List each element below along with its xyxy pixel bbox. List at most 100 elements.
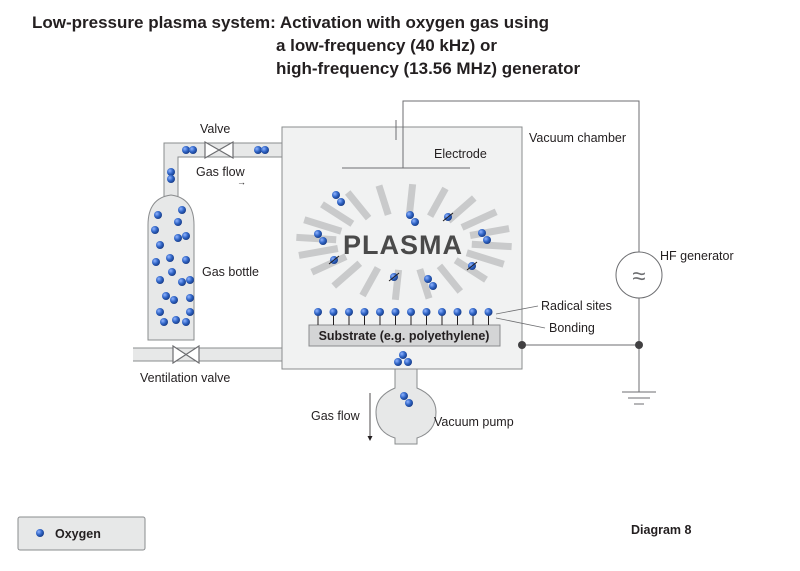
oxygen-atom [151, 226, 159, 234]
oxygen-atom [406, 211, 414, 219]
radical-site-atom [438, 308, 446, 316]
vacuum-chamber-label: Vacuum chamber [529, 131, 626, 145]
oxygen-atom [182, 146, 190, 154]
radical-sites [314, 308, 493, 325]
radical-site-atom [453, 308, 462, 316]
radical-site-atom [469, 308, 477, 316]
oxygen-molecules [151, 146, 491, 407]
oxygen-atom [178, 278, 186, 286]
oxygen-atom [332, 191, 340, 199]
radical-site-atom [360, 308, 369, 316]
leader-lines [495, 305, 546, 329]
plasma-ray [416, 268, 433, 300]
plasma-ray [298, 245, 339, 259]
oxygen-atom [174, 218, 182, 226]
oxygen-atom [399, 351, 407, 359]
radical-site-atom [407, 308, 415, 316]
plasma-ray [310, 253, 348, 276]
gas-flow-top-label: Gas flow [196, 165, 246, 179]
oxygen-atom [314, 230, 322, 238]
radical-tail [388, 272, 400, 282]
oxygen-atom [411, 218, 419, 226]
plasma-rays [296, 183, 512, 301]
oxygen-atom [400, 392, 408, 400]
oxygen-atom [319, 237, 327, 245]
oxygen-atom [156, 241, 164, 249]
gas-flow-down-arrow-icon [367, 393, 373, 441]
hf-wave-icon: ≈ [632, 263, 645, 290]
plasma-ray [427, 186, 449, 218]
oxygen-atom [182, 256, 190, 264]
legend-oxygen-icon [36, 529, 44, 537]
plasma-ray [465, 249, 505, 268]
oxygen-atom [160, 318, 168, 326]
plasma-ray [469, 225, 510, 239]
substrate [308, 324, 501, 347]
electrode-label: Electrode [434, 147, 487, 161]
oxygen-atom [162, 292, 170, 300]
oxygen-atom [186, 308, 194, 316]
diagram-number: Diagram 8 [631, 523, 691, 537]
hf-generator-label: HF generator [660, 249, 734, 263]
radical-tail [466, 261, 478, 271]
oxygen-atom [170, 296, 178, 304]
plasma-ray [359, 266, 381, 298]
ground-icon [622, 391, 656, 405]
oxygen-atom [186, 294, 194, 302]
oxygen-atom [189, 146, 197, 154]
oxygen-atom [186, 276, 194, 284]
plasma-ray [303, 216, 343, 235]
gas-flow-arrow-icon: → [237, 177, 246, 187]
junction-dot-chamber [518, 341, 526, 349]
oxygen-atom [167, 168, 175, 176]
plasma-ray [391, 269, 403, 301]
plasma-ray [453, 257, 488, 283]
plasma-ray [445, 195, 477, 224]
oxygen-atom [156, 276, 164, 284]
substrate-label: Substrate (e.g. polyethylene) [319, 329, 490, 343]
hf-wiring [395, 100, 640, 392]
gas-bottle [147, 194, 195, 341]
radical-site-atom [314, 308, 322, 316]
ventilation-valve-label: Ventilation valve [140, 371, 230, 385]
legend-oxygen-label: Oxygen [55, 527, 101, 541]
plasma-ray [471, 240, 512, 251]
oxygen-atom [166, 254, 174, 262]
radical-site-atom [329, 308, 338, 316]
oxygen-atom [154, 211, 162, 219]
oxygen-atom [182, 232, 190, 240]
plasma-ray [344, 190, 372, 221]
radical-site-atom [345, 308, 353, 316]
plasma-ray [405, 183, 417, 215]
radical-tail [328, 255, 340, 265]
vacuum-pump-label: Vacuum pump [434, 415, 514, 429]
oxygen-atom [174, 234, 182, 242]
bonding-label: Bonding [549, 321, 595, 335]
radical-site-atom [376, 308, 384, 316]
title-line-3: high-frequency (13.56 MHz) generator [276, 59, 581, 78]
gas-bottle-label: Gas bottle [202, 265, 259, 279]
oxygen-atom [483, 236, 491, 244]
oxygen-atom [424, 275, 432, 283]
hf-generator [615, 251, 663, 299]
ventilation-valve [172, 344, 200, 365]
radical-site-atom [484, 308, 493, 316]
valve-label: Valve [200, 122, 230, 136]
gas-valve [204, 140, 234, 160]
title-line-1: Low-pressure plasma system: Activation w… [32, 13, 549, 32]
oxygen-atom [178, 206, 186, 214]
plasma-ray [460, 208, 498, 231]
radical-site-atom [422, 308, 431, 316]
gas-flow-bottom-label: Gas flow [311, 409, 361, 423]
ventilation-pipe [133, 347, 283, 362]
junction-dot-generator [635, 341, 643, 349]
oxygen-atom [254, 146, 262, 154]
oxygen-atom [167, 175, 175, 183]
legend-box [17, 516, 146, 551]
oxygen-atom [156, 308, 164, 316]
radical-sites-label: Radical sites [541, 299, 612, 313]
oxygen-atom [405, 399, 413, 407]
title-line-2: a low-frequency (40 kHz) or [276, 36, 497, 55]
